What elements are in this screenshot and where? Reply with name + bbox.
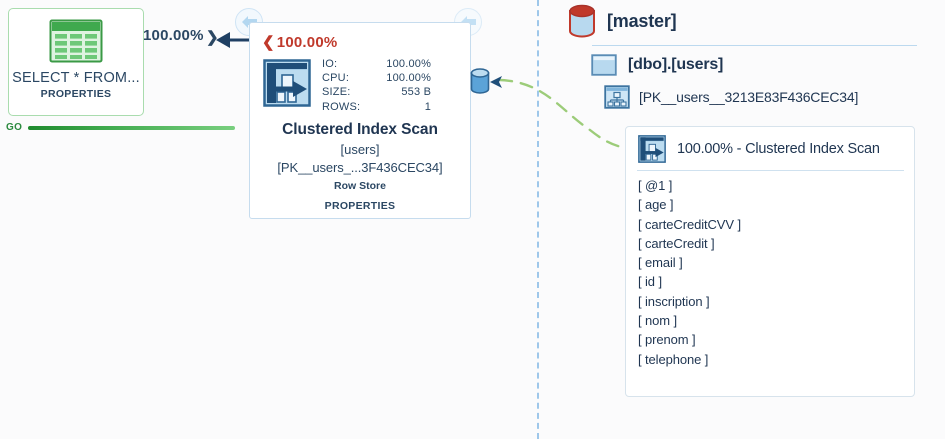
node-stat-value: 100.00% [386, 72, 432, 85]
list-item: [ carteCredit ] [638, 235, 715, 251]
list-item: [ id ] [638, 274, 662, 290]
list-item: [ @1 ] [638, 178, 673, 193]
index-icon [604, 85, 630, 109]
go-label: GO [6, 122, 23, 133]
node-cost-label: ❮100.00% [262, 33, 337, 51]
node-stat-key: ROWS: [322, 100, 361, 113]
node-stat-value: 1 [424, 100, 432, 113]
node-object-name: [users] [340, 142, 380, 157]
popup-header: 100.00% - Clustered Index Scan [626, 127, 914, 163]
green-table-grid-icon [49, 19, 103, 63]
panel-divider [537, 0, 539, 439]
list-item: [ telephone ] [638, 351, 709, 367]
node-index-name: [PK__users_...3F436CEC34] [277, 160, 443, 175]
table-header[interactable]: [dbo].[users] [591, 54, 723, 76]
popup-column-list: [ @1 ] [ age ] [ carteCreditCVV ] [ cart… [626, 171, 914, 369]
node-stat-row: IO: 100.00% [322, 57, 431, 71]
node-cost-value: 100.00% [276, 34, 338, 51]
node-stat-key: SIZE: [322, 86, 351, 99]
connector-chevron-icon: ❯ [206, 29, 219, 46]
clustered-index-scan-node[interactable]: ❮100.00% IO: 100.00% [249, 22, 471, 219]
node-stat-key: CPU: [322, 72, 350, 85]
list-item: [ prenom ] [638, 332, 696, 348]
node-stats: IO: 100.00% CPU: 100.00% SIZE: 553 B ROW… [322, 57, 431, 114]
node-operation-name: Clustered Index Scan [282, 121, 438, 138]
list-item: [ email ] [638, 255, 683, 271]
operation-detail-popup[interactable]: 100.00% - Clustered Index Scan [ @1 ] [ … [625, 126, 915, 397]
database-header-rule [592, 45, 917, 46]
node-stat-value: 100.00% [386, 58, 432, 70]
index-row[interactable]: [PK__users__3213E83F436CEC34] [604, 85, 858, 109]
batch-go-row: GO [6, 122, 236, 133]
node-cost-chevron-icon: ❮ [262, 34, 275, 51]
select-node-properties-link[interactable]: PROPERTIES [40, 88, 112, 100]
node-stat-value: 553 B [401, 86, 432, 99]
mid-flow-arrow-icon [490, 76, 502, 88]
popup-divider [637, 170, 904, 171]
node-stat-row: SIZE: 553 B [322, 85, 431, 99]
node-storage-type: Row Store [334, 180, 386, 192]
node-stat-row: ROWS: 1 [322, 100, 431, 114]
mid-database-cylinder-icon [470, 68, 490, 94]
clustered-index-scan-icon [638, 135, 666, 163]
list-item: [ age ] [638, 197, 674, 213]
clustered-index-scan-icon [263, 59, 311, 107]
database-header[interactable]: [master] [568, 4, 677, 38]
popup-title: 100.00% - Clustered Index Scan [677, 141, 880, 157]
table-icon [591, 54, 617, 76]
connector-cost-label: 100.00% [143, 27, 204, 44]
list-item: [ nom ] [638, 313, 678, 329]
database-cylinder-icon [569, 4, 595, 38]
node-stat-row: CPU: 100.00% [322, 71, 431, 85]
node-body: IO: 100.00% CPU: 100.00% SIZE: 553 B ROW… [263, 57, 431, 114]
node-stat-key: IO: [322, 58, 338, 70]
table-name: [dbo].[users] [628, 56, 724, 73]
select-node-title: SELECT * FROM... [12, 70, 140, 86]
batch-cost-bar [28, 125, 236, 130]
index-name: [PK__users__3213E83F436CEC34] [639, 89, 859, 105]
list-item: [ inscription ] [638, 293, 710, 309]
database-name: [master] [607, 10, 677, 31]
list-item: [ carteCreditCVV ] [638, 216, 741, 232]
select-statement-node[interactable]: SELECT * FROM... PROPERTIES [8, 8, 144, 116]
node-properties-link[interactable]: PROPERTIES [324, 200, 396, 212]
